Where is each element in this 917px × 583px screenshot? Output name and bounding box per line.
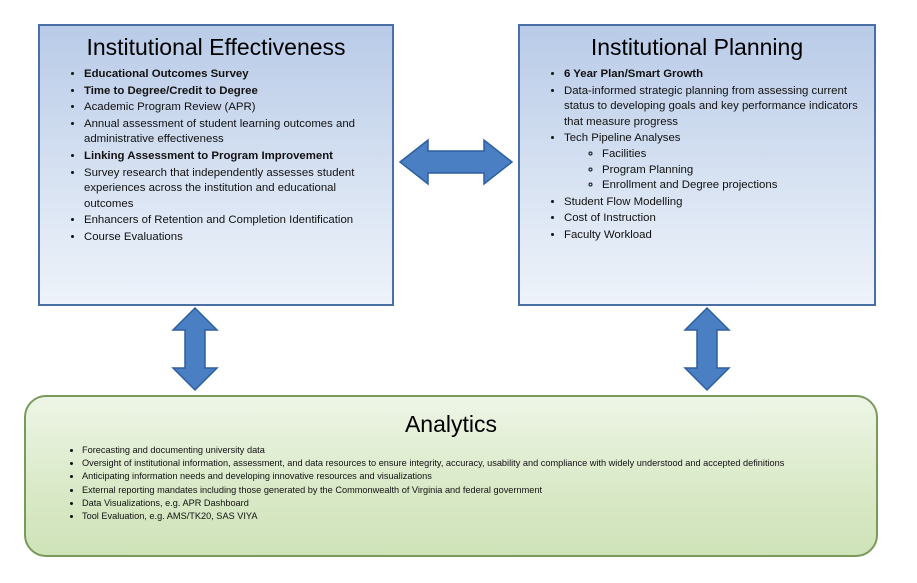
analytics-list: Forecasting and documenting university d… bbox=[26, 444, 876, 523]
list-item: Educational Outcomes Survey bbox=[84, 67, 384, 83]
sub-list-item: Enrollment and Degree projections bbox=[602, 178, 866, 194]
institutional-effectiveness-title: Institutional Effectiveness bbox=[86, 34, 346, 60]
list-item: Tech Pipeline Analyses Facilities Progra… bbox=[564, 131, 866, 193]
left-vertical-double-arrow bbox=[171, 306, 219, 392]
analytics-box: Analytics Forecasting and documenting un… bbox=[24, 395, 878, 557]
analytics-title: Analytics bbox=[404, 411, 498, 437]
list-item: Survey research that independently asses… bbox=[84, 166, 384, 213]
list-item: Enhancers of Retention and Completion Id… bbox=[84, 213, 384, 229]
sub-list: Facilities Program Planning Enrollment a… bbox=[564, 147, 866, 194]
list-item: Tool Evaluation, e.g. AMS/TK20, SAS VIYA bbox=[82, 510, 862, 523]
list-item: Time to Degree/Credit to Degree bbox=[84, 84, 384, 100]
horizontal-double-arrow bbox=[398, 138, 514, 186]
institutional-planning-title: Institutional Planning bbox=[590, 34, 804, 60]
list-item: Annual assessment of student learning ou… bbox=[84, 117, 384, 148]
list-item: 6 Year Plan/Smart Growth bbox=[564, 67, 866, 83]
list-item: Faculty Workload bbox=[564, 228, 866, 244]
institutional-planning-list: 6 Year Plan/Smart Growth Data-informed s… bbox=[520, 67, 874, 244]
institutional-effectiveness-box: Institutional Effectiveness Educational … bbox=[38, 24, 394, 306]
institutional-effectiveness-list: Educational Outcomes Survey Time to Degr… bbox=[40, 67, 392, 246]
list-item: Oversight of institutional information, … bbox=[82, 457, 862, 470]
list-item: Data Visualizations, e.g. APR Dashboard bbox=[82, 497, 862, 510]
list-item: Anticipating information needs and devel… bbox=[82, 470, 862, 483]
list-item-label: Tech Pipeline Analyses bbox=[564, 132, 681, 145]
list-item: Forecasting and documenting university d… bbox=[82, 444, 862, 457]
sub-list-item: Facilities bbox=[602, 147, 866, 163]
list-item: Linking Assessment to Program Improvemen… bbox=[84, 149, 384, 165]
institutional-planning-box: Institutional Planning 6 Year Plan/Smart… bbox=[518, 24, 876, 306]
list-item: Cost of Instruction bbox=[564, 211, 866, 227]
list-item: External reporting mandates including th… bbox=[82, 484, 862, 497]
list-item: Student Flow Modelling bbox=[564, 195, 866, 211]
list-item: Academic Program Review (APR) bbox=[84, 100, 384, 116]
right-vertical-double-arrow bbox=[683, 306, 731, 392]
list-item: Course Evaluations bbox=[84, 230, 384, 246]
list-item: Data-informed strategic planning from as… bbox=[564, 84, 866, 131]
sub-list-item: Program Planning bbox=[602, 163, 866, 179]
